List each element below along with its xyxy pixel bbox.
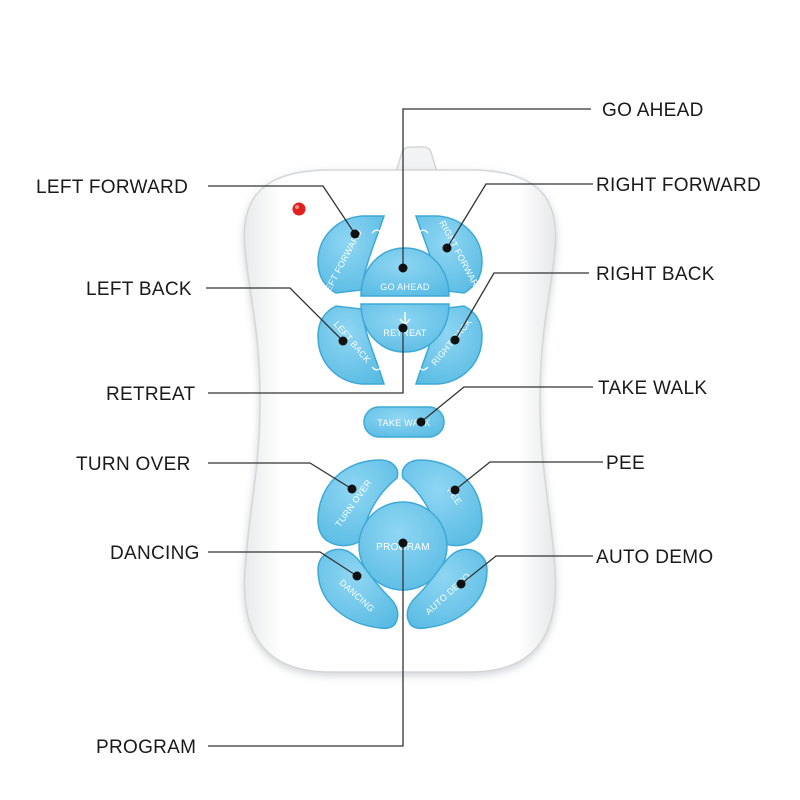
callout-retreat: RETREAT <box>106 384 195 405</box>
callout-turn-over: TURN OVER <box>76 454 191 475</box>
left-forward-button[interactable]: LEFT FORWARD <box>317 215 386 298</box>
dancing-button[interactable]: DANCING <box>317 548 399 630</box>
callout-go-ahead: GO AHEAD <box>602 100 704 121</box>
callout-dancing: DANCING <box>110 543 200 564</box>
go-ahead-button-label: GO AHEAD <box>380 282 430 292</box>
callout-take-walk: TAKE WALK <box>598 378 707 399</box>
take-walk-button[interactable]: TAKE WALK <box>363 406 445 438</box>
take-walk-button-label: TAKE WALK <box>377 418 430 428</box>
callout-pee: PEE <box>606 453 645 474</box>
callout-left-forward: LEFT FORWARD <box>36 177 188 198</box>
callout-auto-demo: AUTO DEMO <box>596 547 713 568</box>
callout-right-back: RIGHT BACK <box>596 264 715 285</box>
leader-dots <box>338 229 466 589</box>
auto-demo-button[interactable]: AUTO DEMO <box>406 548 488 630</box>
lanyard-loop <box>394 146 439 173</box>
callout-program: PROGRAM <box>96 737 196 758</box>
retreat-button-label: RETREAT <box>383 328 427 338</box>
callout-left-back: LEFT BACK <box>86 279 192 300</box>
callout-right-forward: RIGHT FORWARD <box>596 175 761 196</box>
leader-lines <box>206 108 603 747</box>
indicator-led <box>292 202 306 216</box>
